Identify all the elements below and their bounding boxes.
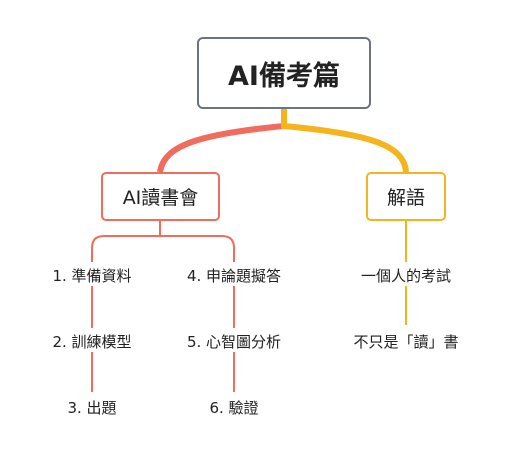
leaf-node-solo-exam[interactable]: 一個人的考試 — [360, 267, 452, 285]
branch-node-interpretation[interactable]: 解語 — [366, 172, 446, 221]
connector-root-to-right — [281, 109, 409, 173]
leaf-node-essay-answers[interactable]: 4. 申論題擬答 — [186, 267, 282, 285]
connector-left-to-col2 — [160, 235, 235, 262]
leaf-node-train-model[interactable]: 2. 訓練模型 — [52, 333, 132, 351]
connector-root-to-left — [157, 109, 287, 173]
branch-node-ai-reading[interactable]: AI讀書會 — [101, 172, 220, 221]
leaf-node-not-just-reading[interactable]: 不只是「讀」書 — [353, 333, 459, 351]
leaf-node-prepare-data[interactable]: 1. 準備資料 — [52, 267, 132, 285]
leaf-node-verification[interactable]: 6. 驗證 — [209, 399, 259, 417]
root-node[interactable]: AI備考篇 — [197, 37, 371, 109]
connector-left-to-col1 — [91, 221, 161, 262]
leaf-node-make-questions[interactable]: 3. 出題 — [67, 399, 117, 417]
leaf-node-mindmap-analysis[interactable]: 5. 心智圖分析 — [186, 333, 282, 351]
